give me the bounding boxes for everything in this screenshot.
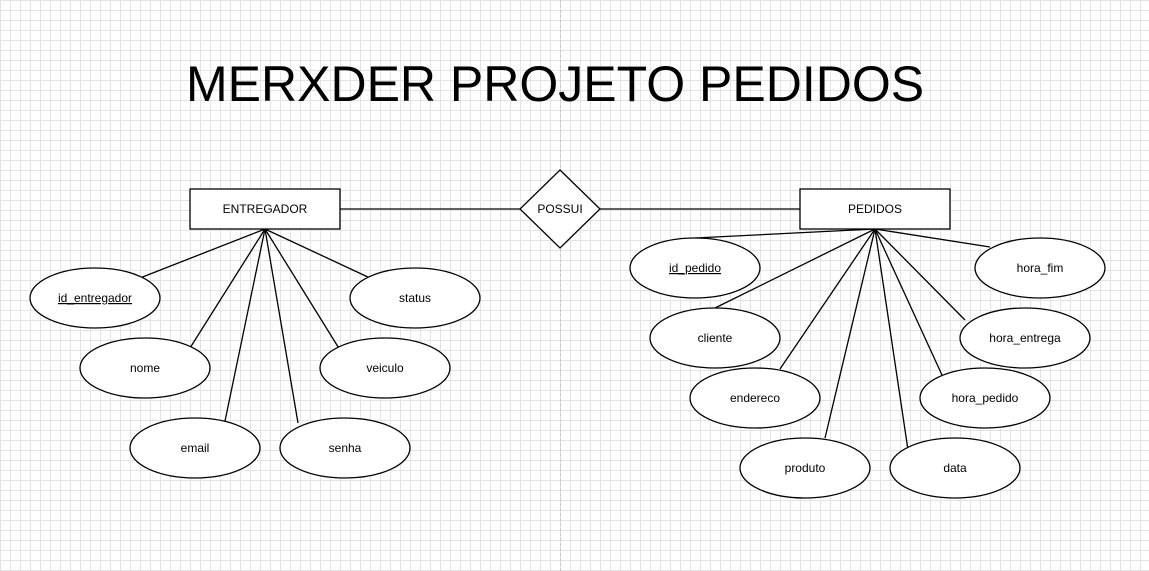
attribute-label: email — [181, 441, 210, 455]
attribute-ellipse — [889, 437, 1021, 499]
attribute-id-entregador[interactable]: id_entregador — [29, 267, 161, 329]
attribute-hora-pedido[interactable]: hora_pedido — [919, 367, 1051, 429]
attribute-ellipse — [29, 267, 161, 329]
connector-lines — [139, 208, 991, 451]
attribute-id-pedido[interactable]: id_pedido — [629, 237, 761, 299]
center-guide-line — [560, 0, 561, 571]
attribute-ellipse — [689, 367, 821, 429]
attribute-ellipse — [319, 337, 451, 399]
relationship-diamond — [519, 169, 601, 249]
attribute-label: hora_fim — [1017, 261, 1064, 275]
attribute-veiculo[interactable]: veiculo — [319, 337, 451, 399]
attribute-ellipse — [279, 417, 411, 479]
attribute-label: hora_entrega — [989, 331, 1061, 345]
attribute-label: produto — [785, 461, 826, 475]
attribute-line — [874, 228, 966, 321]
attribute-label: data — [943, 461, 967, 475]
attribute-label: nome — [130, 361, 160, 375]
attribute-line — [874, 228, 909, 451]
attribute-ellipse — [79, 337, 211, 399]
attribute-label: hora_pedido — [952, 391, 1019, 405]
attribute-status[interactable]: status — [349, 267, 481, 329]
entity-label: PEDIDOS — [848, 202, 902, 216]
relationship-possui[interactable]: POSSUI — [519, 169, 601, 249]
attribute-line — [874, 228, 991, 248]
attribute-label: status — [399, 291, 431, 305]
attribute-ellipse — [959, 307, 1091, 369]
attribute-line — [264, 228, 371, 279]
attribute-email[interactable]: email — [129, 417, 261, 479]
attribute-line — [189, 228, 266, 349]
attribute-line — [714, 228, 876, 309]
attribute-ellipse — [919, 367, 1051, 429]
attribute-hora-entrega[interactable]: hora_entrega — [959, 307, 1091, 369]
attribute-nome[interactable]: nome — [79, 337, 211, 399]
attribute-produto[interactable]: produto — [739, 437, 871, 499]
entity-entregador[interactable]: ENTREGADOR — [189, 188, 341, 230]
attribute-ellipse — [739, 437, 871, 499]
attribute-endereco[interactable]: endereco — [689, 367, 821, 429]
attribute-ellipse — [649, 307, 781, 369]
attribute-line — [264, 228, 341, 351]
attribute-cliente[interactable]: cliente — [649, 307, 781, 369]
attribute-label: veiculo — [366, 361, 404, 375]
attribute-label: cliente — [698, 331, 733, 345]
attribute-line — [224, 228, 266, 422]
attribute-data[interactable]: data — [889, 437, 1021, 499]
attribute-line — [824, 228, 876, 439]
attribute-ellipse — [629, 237, 761, 299]
diagram-title: MERXDER PROJETO PEDIDOS — [186, 56, 925, 112]
entity-box — [799, 188, 951, 230]
attribute-hora-fim[interactable]: hora_fim — [974, 237, 1106, 299]
attribute-ellipse — [974, 237, 1106, 299]
attribute-label: endereco — [730, 391, 780, 405]
entity-label: ENTREGADOR — [223, 202, 308, 216]
attribute-line — [874, 228, 943, 376]
attribute-line — [264, 228, 299, 424]
primary-key-label: id_pedido — [669, 261, 721, 275]
attribute-line — [139, 228, 266, 279]
attribute-line — [694, 228, 876, 239]
attribute-senha[interactable]: senha — [279, 417, 411, 479]
attribute-line — [779, 228, 876, 370]
attribute-label: senha — [329, 441, 362, 455]
entity-box — [189, 188, 341, 230]
relationship-label: POSSUI — [537, 202, 582, 216]
attribute-ellipse — [129, 417, 261, 479]
entity-pedidos[interactable]: PEDIDOS — [799, 188, 951, 230]
primary-key-label: id_entregador — [58, 291, 132, 305]
attribute-ellipse — [349, 267, 481, 329]
